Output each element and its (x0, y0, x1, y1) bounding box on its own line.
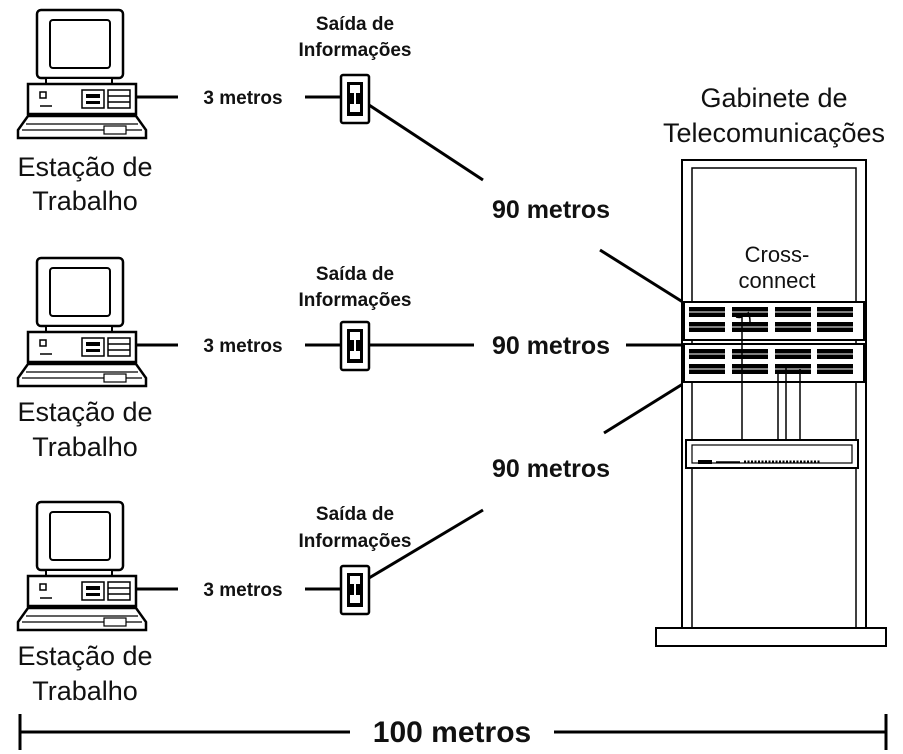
total-distance-dimension (18, 714, 888, 750)
workstation-3-horizontal-cable-a (368, 508, 484, 580)
workstation-2-label-line1: Estação de (17, 397, 152, 427)
workstation-2-outlet-label-line2: Informações (299, 290, 412, 311)
cross-connect-label-line1: Cross- (745, 242, 810, 267)
workstation-3-horizontal-cable-label: 90 metros (492, 455, 610, 483)
workstation-1-horizontal-cable-a (368, 103, 484, 182)
workstation-3-patch-cable-label: 3 metros (203, 580, 282, 601)
workstation-2-patch-cable-label: 3 metros (203, 336, 282, 357)
workstation-3-outlet-label-line1: Saída de (316, 504, 394, 525)
workstation-1-label-line2: Trabalho (32, 186, 138, 216)
workstation-3-outlet-label-line2: Informações (299, 531, 412, 552)
cabinet-title-line1: Gabinete de (700, 83, 847, 113)
workstation-1-label-line1: Estação de (17, 152, 152, 182)
workstation-3-horizontal-cable-b (603, 380, 687, 435)
workstation-3-label-line2: Trabalho (32, 676, 138, 706)
workstation-1-outlet-label-line2: Informações (299, 40, 412, 61)
workstation-3-outlet-icon (339, 564, 371, 616)
cross-connect-label-line2: connect (738, 268, 815, 293)
workstation-1-patch-cable-label: 3 metros (203, 88, 282, 109)
total-distance-label: 100 metros (373, 716, 531, 749)
telecom-rack (655, 159, 887, 647)
workstation-2-computer-icon (16, 256, 148, 388)
workstation-1-computer-icon (16, 8, 148, 140)
workstation-2-label-line2: Trabalho (32, 432, 138, 462)
workstation-1-horizontal-cable-b (599, 248, 687, 306)
cabinet-title-line2: Telecomunicações (663, 118, 885, 148)
workstation-1-outlet-label-line1: Saída de (316, 14, 394, 35)
workstation-1-horizontal-cable-label: 90 metros (492, 196, 610, 224)
workstation-1-outlet-icon (339, 73, 371, 125)
workstation-3-computer-icon (16, 500, 148, 632)
workstation-2-horizontal-cable-label: 90 metros (492, 332, 610, 360)
workstation-2-outlet-icon (339, 320, 371, 372)
workstation-3-label-line1: Estação de (17, 641, 152, 671)
workstation-2-outlet-label-line1: Saída de (316, 264, 394, 285)
